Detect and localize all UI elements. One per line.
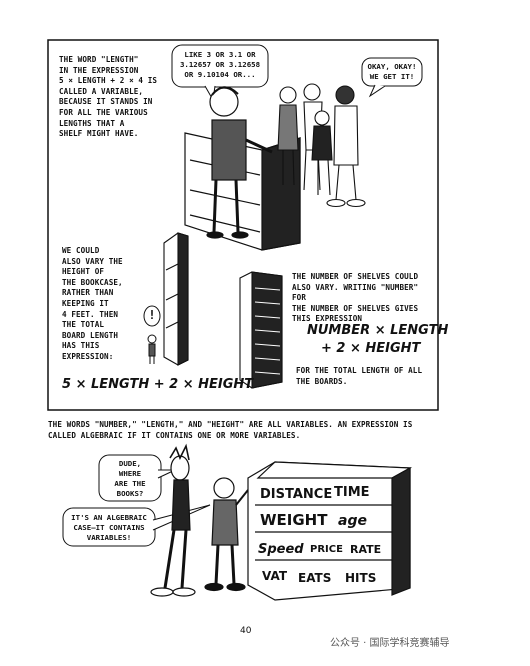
caption-line: SHELF MIGHT HAVE. <box>59 129 139 139</box>
algebraic-caption: THE WORDS "NUMBER," "LENGTH," AND "HEIGH… <box>48 420 448 441</box>
students-group-illustration <box>277 83 366 208</box>
algebraic-bookcase-illustration <box>247 461 413 601</box>
height-expression: 5 × LENGTH + 2 × HEIGHT <box>62 377 254 392</box>
bubble-line: DUDE, <box>118 459 142 468</box>
bubble-line: IT'S AN ALGEBRAIC <box>71 513 147 522</box>
bubble-line: LIKE 3 OR 3.1 OR <box>184 50 256 59</box>
height-caption: WE COULD ALSO VARY THE HEIGHT OF THE BOO… <box>62 246 152 363</box>
shelves-expression-line2: + 2 × HEIGHT <box>321 341 421 356</box>
caption-line: 5 × LENGTH + 2 × 4 IS <box>59 76 158 86</box>
exclamation-mark: ! <box>148 308 156 322</box>
bubble-line: WHERE <box>118 469 142 478</box>
caption-line: IN THE EXPRESSION <box>59 65 139 75</box>
teacher-bubble-text: LIKE 3 OR 3.1 OR 3.12657 OR 3.12658 OR 9… <box>172 50 268 80</box>
caption-line: LENGTHS THAT A <box>59 118 125 128</box>
bubble-line: BOOKS? <box>116 489 144 498</box>
book-distance: DISTANCE <box>260 487 332 502</box>
tall-guy-illustration <box>150 443 196 597</box>
book-rate: RATE <box>350 543 381 556</box>
book-price: PRICE <box>310 544 343 555</box>
short-guy-illustration <box>204 477 249 592</box>
tall-guy-speech-bubble <box>98 454 162 502</box>
caption-line: BECAUSE IT STANDS IN <box>59 97 153 107</box>
tall-bookcase-illustration <box>163 232 189 366</box>
caption-line: THE WORDS "NUMBER," "LENGTH," AND "HEIGH… <box>48 420 413 429</box>
book-speed: Speed <box>258 542 304 557</box>
book-hits: HITS <box>345 571 376 585</box>
caption-line: WE COULD <box>62 246 100 255</box>
caption-line: FOR THE TOTAL LENGTH OF ALL <box>296 366 423 375</box>
caption-line: THE NUMBER OF SHELVES COULD <box>292 272 419 281</box>
teacher-speech-bubble <box>171 44 269 88</box>
watermark: 公众号 · 国际学科竞赛辅导 <box>330 638 450 649</box>
tall-guy-bubble-text: DUDE, WHERE ARE THE BOOKS? <box>99 459 161 499</box>
book-time: TIME <box>334 485 370 500</box>
bubble-line: ARE THE <box>114 479 146 488</box>
caption-line: THE BOOKCASE, <box>62 277 123 287</box>
bubble-line: VARIABLES! <box>86 533 132 542</box>
panel-top-frame <box>47 39 439 411</box>
caption-line: THIS EXPRESSION <box>292 314 363 324</box>
book-eats: EATS <box>298 571 331 585</box>
small-man-illustration <box>143 305 161 364</box>
caption-line: CALLED ALGEBRAIC IF IT CONTAINS ONE OR M… <box>48 430 301 440</box>
caption-line: THE WORD "LENGTH" <box>59 55 139 64</box>
caption-line: BOARD LENGTH <box>62 330 119 340</box>
caption-line: ALSO VARY. WRITING "NUMBER" FOR <box>292 282 419 303</box>
shelves-caption-end: FOR THE TOTAL LENGTH OF ALL THE BOARDS. <box>296 366 436 387</box>
caption-line: HEIGHT OF <box>62 267 105 277</box>
many-shelves-bookcase-illustration <box>239 271 283 389</box>
caption-line: THE TOTAL <box>62 320 105 330</box>
shelves-expression-line1: NUMBER × LENGTH <box>307 323 449 338</box>
shelves-caption: THE NUMBER OF SHELVES COULD ALSO VARY. W… <box>292 272 434 325</box>
bubble-line: OR 9.10104 OR... <box>184 70 256 79</box>
caption-line: HAS THIS <box>62 341 100 351</box>
students-speech-bubble <box>361 57 423 87</box>
caption-line: EXPRESSION: <box>62 351 114 361</box>
book-age: age <box>338 513 367 529</box>
caption-line: CALLED A VARIABLE, <box>59 86 144 96</box>
bubble-line: OKAY, OKAY! <box>367 62 417 71</box>
caption-line: 4 FEET. THEN <box>62 309 119 319</box>
caption-line: FOR ALL THE VARIOUS <box>59 107 148 117</box>
book-words: DISTANCE TIME WEIGHT age Speed PRICE RAT… <box>258 485 381 585</box>
book-vat: VAT <box>262 569 288 583</box>
short-guy-bubble-text: IT'S AN ALGEBRAIC CASE—IT CONTAINS VARIA… <box>63 513 155 543</box>
bubble-line: WE GET IT! <box>369 72 415 81</box>
caption-line: ALSO VARY THE <box>62 256 123 266</box>
bubble-line: 3.12657 OR 3.12658 <box>179 60 261 69</box>
bubble-line: CASE—IT CONTAINS <box>73 523 145 532</box>
book-weight: WEIGHT <box>260 511 328 529</box>
caption-line: KEEPING IT <box>62 298 109 308</box>
page-number: 40 <box>240 626 252 636</box>
teacher-with-bookcase-illustration <box>184 86 301 251</box>
caption-line: RATHER THAN <box>62 288 114 298</box>
caption-line: THE NUMBER OF SHELVES GIVES <box>292 303 419 313</box>
students-bubble-text: OKAY, OKAY! WE GET IT! <box>362 62 422 82</box>
caption-line: THE BOARDS. <box>296 376 348 386</box>
variable-caption: THE WORD "LENGTH" IN THE EXPRESSION 5 × … <box>59 55 169 140</box>
